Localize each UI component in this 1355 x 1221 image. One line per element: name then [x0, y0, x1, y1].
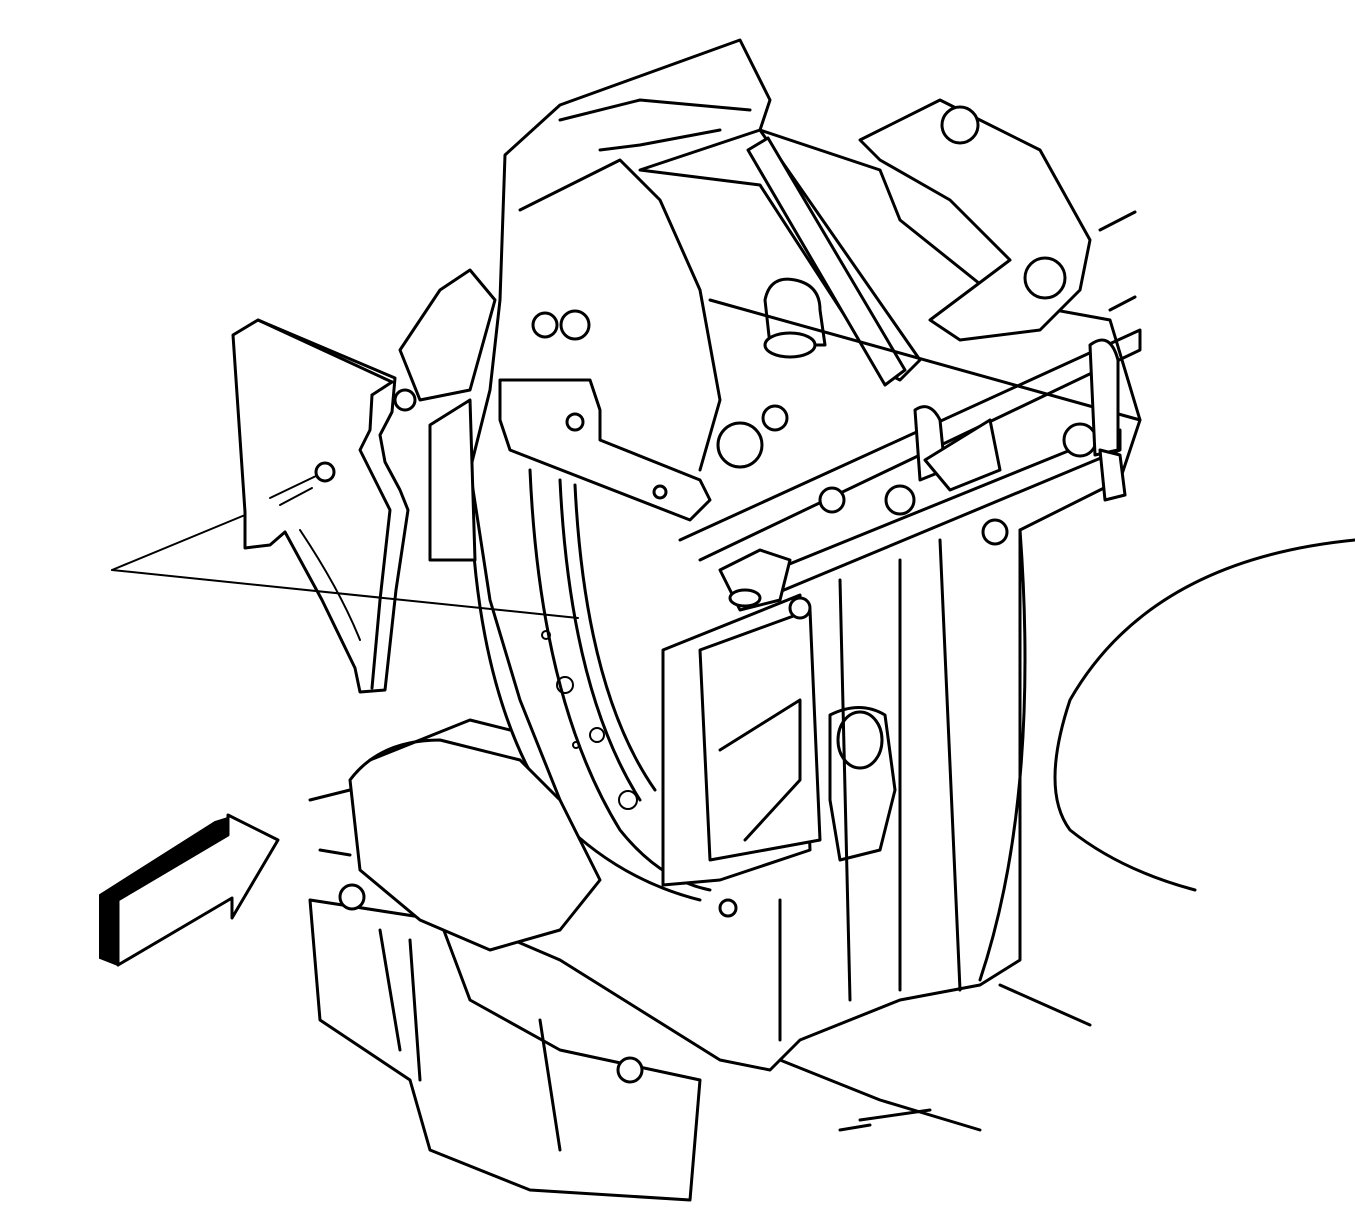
callout-leader-lines	[111, 514, 579, 619]
bolt-icon	[314, 461, 336, 483]
engine-housing	[308, 38, 1355, 1202]
view-direction-arrow-icon	[99, 813, 280, 967]
heat-shield-panel	[231, 318, 410, 694]
